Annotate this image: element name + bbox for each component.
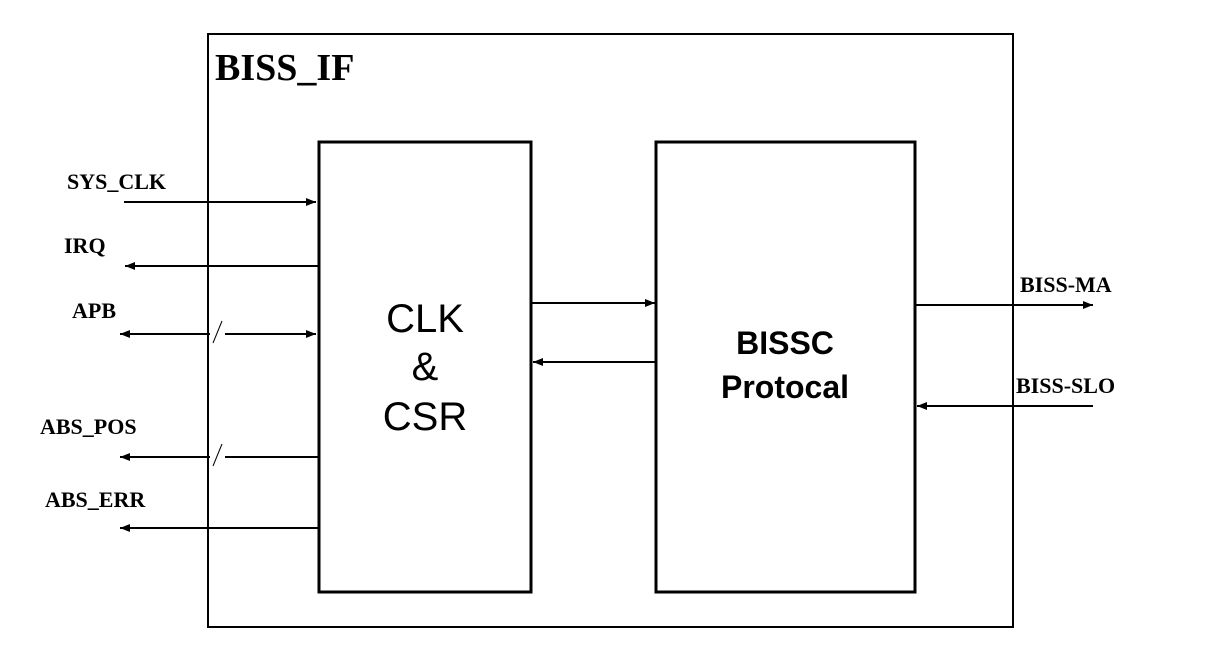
clk-csr-block — [317, 140, 533, 594]
signal-apb: APB — [72, 298, 316, 344]
signal-abs-err: ABS_ERR — [45, 487, 318, 532]
signal-label-biss-slo: BISS-SLO — [1016, 373, 1115, 398]
clk-csr-label-line2: & — [412, 345, 439, 389]
bus-slash-abs-pos — [212, 443, 223, 467]
bissc-protocol-label-line2: Protocal — [721, 369, 849, 405]
biss-if-outer-block — [207, 33, 1014, 628]
bus-slash-apb — [212, 320, 223, 344]
signal-sys-clk: SYS_CLK — [67, 169, 316, 206]
bissc-protocol-label-line1: BISSC — [736, 325, 834, 361]
signal-label-abs-err: ABS_ERR — [45, 487, 146, 512]
signal-label-abs-pos: ABS_POS — [40, 414, 137, 439]
signal-label-sys-clk: SYS_CLK — [67, 169, 166, 194]
clk-csr-label-line3: CSR — [383, 395, 467, 439]
signal-irq: IRQ — [64, 233, 318, 270]
signal-label-apb: APB — [72, 298, 116, 323]
clk-csr-label-line1: CLK — [386, 297, 464, 341]
signal-label-biss-ma: BISS-MA — [1020, 272, 1112, 297]
signal-biss-ma: BISS-MA — [916, 272, 1112, 309]
biss-if-title: BISS_IF — [215, 47, 354, 89]
signal-biss-slo: BISS-SLO — [917, 373, 1115, 410]
signal-abs-pos: ABS_POS — [40, 414, 318, 467]
signal-label-irq: IRQ — [64, 233, 106, 258]
bissc-protocol-block — [654, 140, 917, 594]
